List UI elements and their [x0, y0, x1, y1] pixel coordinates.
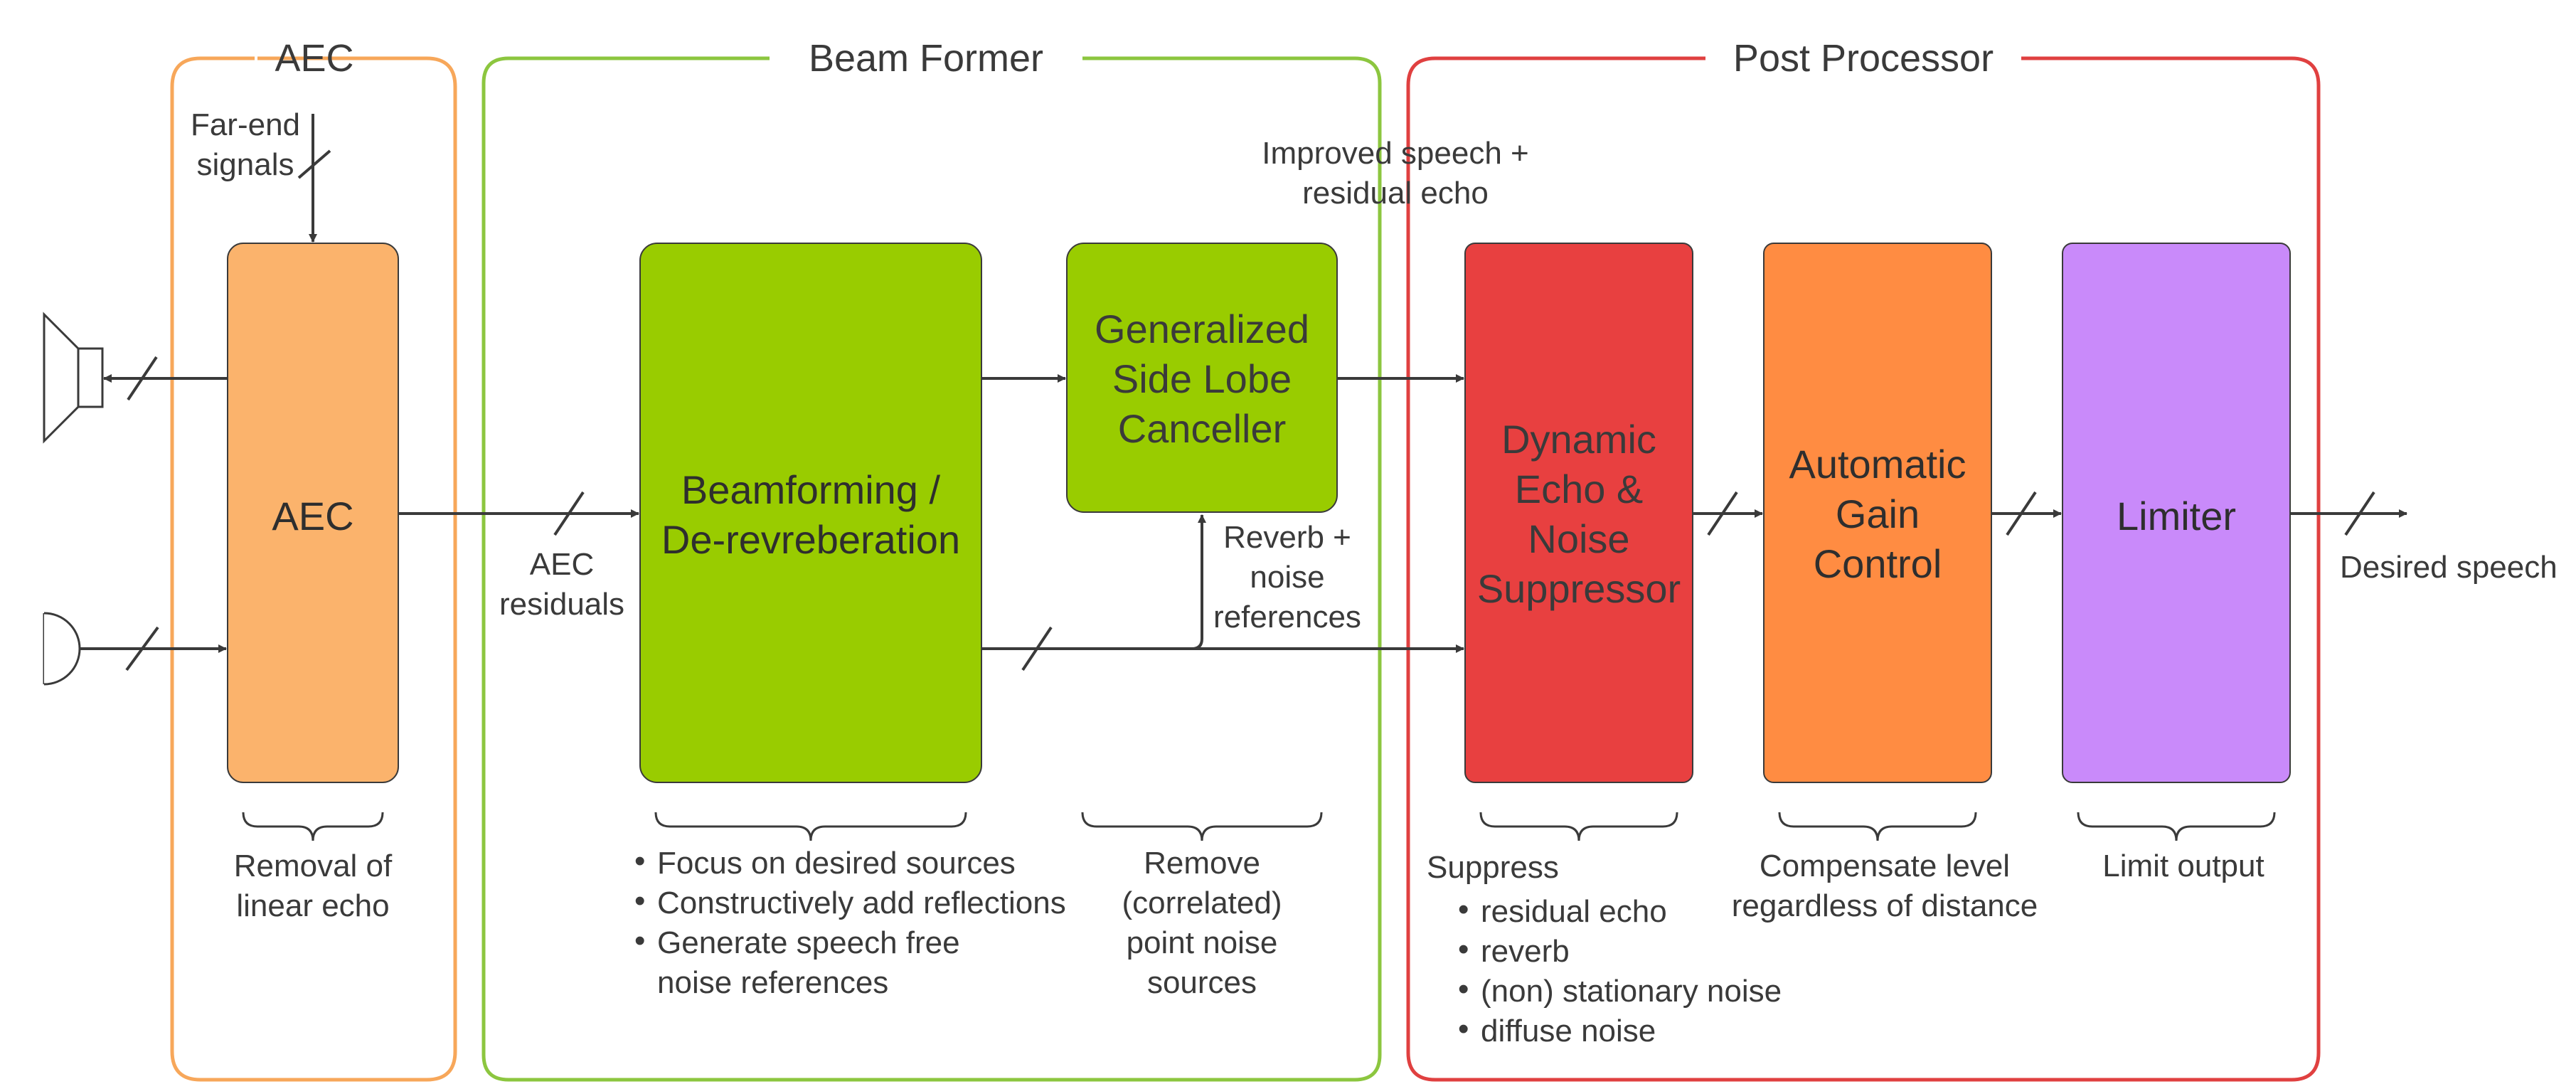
- wire-suppressor-to-agc-slash: [1707, 491, 1738, 536]
- desc-suppressor-bullet-2: •: [1458, 932, 1469, 967]
- block-limiter-label: Limiter: [2117, 494, 2236, 538]
- block-agc: Automatic Gain Control: [1763, 243, 1992, 783]
- wire-to-speaker-slash: [127, 356, 158, 401]
- desc-suppressor-3: (non) stationary noise: [1481, 974, 1782, 1009]
- stage-beam-former-title: Beam Former: [809, 37, 1043, 80]
- desc-gslc-3: point noise: [1127, 925, 1278, 960]
- block-suppressor-label-2: Echo &: [1515, 467, 1644, 511]
- block-suppressor: Dynamic Echo & Noise Suppressor: [1464, 243, 1693, 783]
- desc-gslc-2: (correlated): [1122, 886, 1282, 920]
- desc-agc-1: Compensate level: [1760, 849, 2010, 883]
- desc-suppressor-2: reverb: [1481, 934, 1570, 969]
- improved-speech-label-1: Improved speech +: [1262, 136, 1528, 171]
- desc-beamforming-bullet-1: •: [634, 844, 645, 878]
- brace-gslc: [1081, 812, 1323, 841]
- wire-noise-references-slash: [1021, 626, 1053, 671]
- desc-beamforming-3: Generate speech free: [657, 925, 960, 960]
- stage-beam-former: Beam Former: [481, 37, 1382, 1082]
- block-gslc-label-2: Side Lobe: [1112, 356, 1292, 401]
- desc-gslc-4: sources: [1147, 965, 1257, 1000]
- brace-suppressor: [1479, 812, 1678, 841]
- block-aec: AEC: [227, 243, 399, 783]
- desc-limiter-1: Limit output: [2102, 849, 2264, 883]
- signal-wires: [80, 114, 2407, 671]
- reverb-noise-label-3: references: [1213, 600, 1361, 634]
- block-gslc-label-3: Canceller: [1118, 406, 1287, 451]
- block-aec-label: AEC: [272, 494, 353, 538]
- block-suppressor-label-3: Noise: [1528, 516, 1629, 561]
- desc-beamforming-1: Focus on desired sources: [657, 846, 1016, 881]
- block-gslc-label-1: Generalized: [1095, 307, 1309, 351]
- desc-aec-2: linear echo: [236, 888, 389, 923]
- wire-reverb-noise-branch: [1191, 514, 1206, 650]
- block-limiter: Limiter: [2062, 243, 2291, 783]
- stage-aec: AEC: [170, 37, 457, 1082]
- block-beamforming-label-2: De-revreberation: [661, 517, 960, 562]
- block-agc-label-3: Control: [1814, 541, 1942, 586]
- wire-agc-to-limiter-slash: [2006, 491, 2037, 536]
- aec-residuals-label-1: AEC: [530, 547, 594, 582]
- wire-aec-residuals-slash: [553, 491, 585, 536]
- block-suppressor-label-4: Suppressor: [1477, 566, 1681, 611]
- block-gslc: Generalized Side Lobe Canceller: [1066, 243, 1338, 513]
- desc-suppressor-bullet-3: •: [1458, 972, 1469, 1006]
- wire-far-end-slash: [297, 149, 331, 179]
- reverb-noise-label-2: noise: [1250, 560, 1324, 595]
- block-agc-label-2: Gain: [1836, 491, 1920, 536]
- desc-beamforming-bullet-3: •: [634, 923, 645, 958]
- desc-aec-1: Removal of: [234, 849, 393, 883]
- brace-agc: [1778, 812, 1977, 841]
- block-suppressor-label-1: Dynamic: [1501, 417, 1656, 462]
- reverb-noise-label-1: Reverb +: [1223, 520, 1351, 555]
- improved-speech-label-2: residual echo: [1302, 176, 1489, 211]
- block-beamforming-label-1: Beamforming /: [681, 467, 941, 512]
- desc-suppressor-heading: Suppress: [1427, 850, 1559, 885]
- stage-post-processor-title: Post Processor: [1733, 37, 1994, 80]
- stage-beam-former-border: [481, 56, 1382, 1082]
- aec-residuals-label-2: residuals: [499, 587, 624, 622]
- desc-beamforming-bullet-2: •: [634, 883, 645, 918]
- brace-limiter: [2077, 812, 2276, 841]
- brace-beamforming: [654, 812, 967, 841]
- wire-output-slash: [2344, 491, 2375, 536]
- desc-suppressor-1: residual echo: [1481, 894, 1667, 929]
- far-end-label-1: Far-end: [191, 107, 300, 142]
- desc-agc-2: regardless of distance: [1732, 888, 2038, 923]
- desc-beamforming-2: Constructively add reflections: [657, 886, 1066, 920]
- wire-from-mic-slash: [125, 626, 159, 671]
- stage-aec-title: AEC: [275, 37, 353, 80]
- block-agc-label-1: Automatic: [1789, 442, 1966, 487]
- desired-speech-label: Desired speech: [2340, 550, 2558, 585]
- microphone-icon: [43, 612, 81, 686]
- desc-beamforming-4: noise references: [657, 965, 888, 1000]
- block-beamforming: Beamforming / De-revreberation: [639, 243, 982, 783]
- desc-suppressor-4: diffuse noise: [1481, 1014, 1656, 1048]
- far-end-label-2: signals: [197, 147, 294, 182]
- brace-aec: [242, 812, 384, 841]
- stage-post-processor: Post Processor: [1406, 37, 2321, 1082]
- desc-suppressor-bullet-4: •: [1458, 1011, 1469, 1046]
- desc-gslc-1: Remove: [1144, 846, 1260, 881]
- stage-post-processor-border: [1406, 56, 2321, 1082]
- speaker-icon: [43, 312, 104, 444]
- desc-suppressor-bullet-1: •: [1458, 892, 1469, 927]
- stage-aec-border: [170, 56, 457, 1082]
